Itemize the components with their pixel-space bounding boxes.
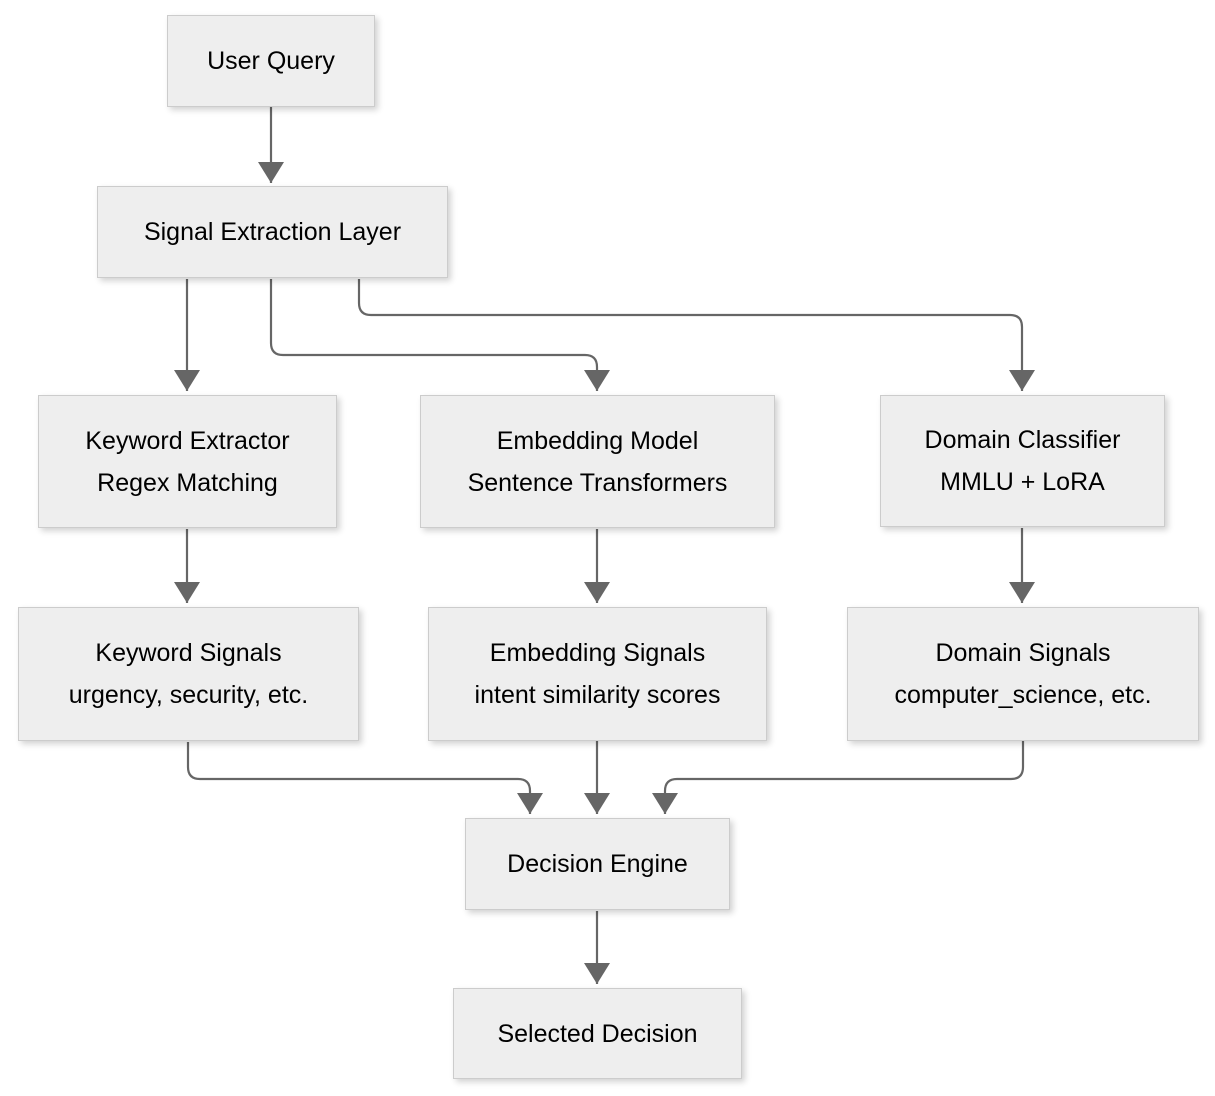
node-label: Selected Decision (497, 1019, 698, 1048)
node-embedding-model: Embedding Model Sentence Transformers (420, 395, 775, 528)
node-subtitle: intent similarity scores (474, 681, 721, 709)
edge-signal-extraction-to-embedding-model (269, 279, 610, 391)
node-title: Domain Classifier (924, 426, 1121, 454)
node-label: Decision Engine (507, 850, 688, 878)
node-title: Keyword Signals (95, 639, 282, 667)
node-user-query: User Query (167, 15, 375, 107)
node-title: Embedding Signals (489, 639, 706, 667)
edge-signal-extraction-to-domain-classifier (357, 279, 1035, 391)
node-keyword-extractor: Keyword Extractor Regex Matching (38, 395, 337, 528)
node-subtitle: MMLU + LoRA (940, 468, 1105, 496)
node-subtitle: urgency, security, etc. (68, 681, 309, 709)
node-subtitle: Sentence Transformers (467, 468, 728, 497)
node-title: Embedding Model (496, 426, 699, 455)
node-decision-engine: Decision Engine (465, 818, 730, 910)
node-subtitle: computer_science, etc. (894, 681, 1152, 709)
node-title: Keyword Extractor (85, 426, 290, 455)
node-label: Signal Extraction Layer (143, 218, 402, 246)
node-subtitle: Regex Matching (97, 468, 278, 497)
node-domain-signals: Domain Signals computer_science, etc. (847, 607, 1199, 741)
node-domain-classifier: Domain Classifier MMLU + LoRA (880, 395, 1165, 527)
node-embedding-signals: Embedding Signals intent similarity scor… (428, 607, 767, 741)
node-keyword-signals: Keyword Signals urgency, security, etc. (18, 607, 359, 741)
edge-domain-signals-to-decision-engine (652, 741, 1025, 814)
node-title: Domain Signals (935, 639, 1111, 667)
node-signal-extraction-layer: Signal Extraction Layer (97, 186, 448, 278)
node-label: User Query (207, 47, 335, 75)
node-selected-decision: Selected Decision (453, 988, 742, 1079)
edge-keyword-signals-to-decision-engine (186, 742, 543, 814)
